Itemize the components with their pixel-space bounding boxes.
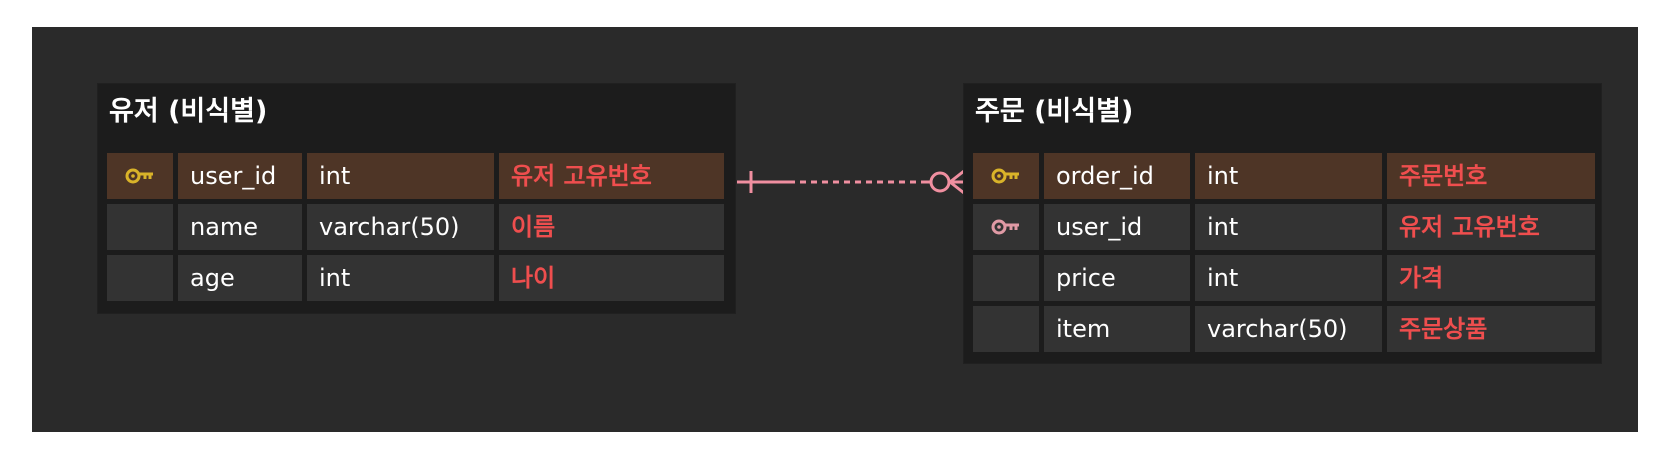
column-list: order_id int 주문번호 user_id int 유저 고유번호 bbox=[973, 153, 1595, 357]
column-row[interactable]: user_id int 유저 고유번호 bbox=[973, 204, 1595, 250]
column-name: order_id bbox=[1044, 153, 1190, 199]
column-type: int bbox=[1195, 153, 1382, 199]
column-comment: 나이 bbox=[499, 255, 724, 301]
column-type: int bbox=[307, 255, 494, 301]
column-type: int bbox=[1195, 204, 1382, 250]
column-row[interactable]: item varchar(50) 주문상품 bbox=[973, 306, 1595, 352]
entity-table-user[interactable]: 유저 (비식별) user_id int 유저 고유번호 name varcha… bbox=[98, 84, 735, 313]
empty-key-cell bbox=[973, 306, 1039, 352]
column-row[interactable]: order_id int 주문번호 bbox=[973, 153, 1595, 199]
column-list: user_id int 유저 고유번호 name varchar(50) 이름 … bbox=[107, 153, 724, 306]
column-type: varchar(50) bbox=[1195, 306, 1382, 352]
cardinality-many-mark bbox=[949, 169, 965, 195]
column-comment: 주문상품 bbox=[1387, 306, 1595, 352]
empty-key-cell bbox=[973, 255, 1039, 301]
column-row[interactable]: age int 나이 bbox=[107, 255, 724, 301]
foreign-key-icon bbox=[973, 204, 1039, 250]
primary-key-icon bbox=[107, 153, 173, 199]
entity-title: 주문 (비식별) bbox=[975, 96, 1134, 127]
empty-key-cell bbox=[107, 204, 173, 250]
column-comment: 유저 고유번호 bbox=[1387, 204, 1595, 250]
column-type: int bbox=[1195, 255, 1382, 301]
column-name: item bbox=[1044, 306, 1190, 352]
cardinality-zero-mark bbox=[929, 171, 951, 193]
column-row[interactable]: user_id int 유저 고유번호 bbox=[107, 153, 724, 199]
column-name: name bbox=[178, 204, 302, 250]
column-comment: 이름 bbox=[499, 204, 724, 250]
column-comment: 유저 고유번호 bbox=[499, 153, 724, 199]
column-row[interactable]: name varchar(50) 이름 bbox=[107, 204, 724, 250]
column-name: price bbox=[1044, 255, 1190, 301]
entity-table-order[interactable]: 주문 (비식별) order_id int 주문번호 bbox=[964, 84, 1601, 363]
column-name: user_id bbox=[1044, 204, 1190, 250]
entity-title: 유저 (비식별) bbox=[109, 96, 268, 127]
empty-key-cell bbox=[107, 255, 173, 301]
column-name: user_id bbox=[178, 153, 302, 199]
column-type: varchar(50) bbox=[307, 204, 494, 250]
erd-canvas: 유저 (비식별) user_id int 유저 고유번호 name varcha… bbox=[32, 27, 1638, 432]
column-row[interactable]: price int 가격 bbox=[973, 255, 1595, 301]
column-name: age bbox=[178, 255, 302, 301]
column-comment: 가격 bbox=[1387, 255, 1595, 301]
column-comment: 주문번호 bbox=[1387, 153, 1595, 199]
relationship-line[interactable] bbox=[735, 167, 967, 197]
primary-key-icon bbox=[973, 153, 1039, 199]
column-type: int bbox=[307, 153, 494, 199]
